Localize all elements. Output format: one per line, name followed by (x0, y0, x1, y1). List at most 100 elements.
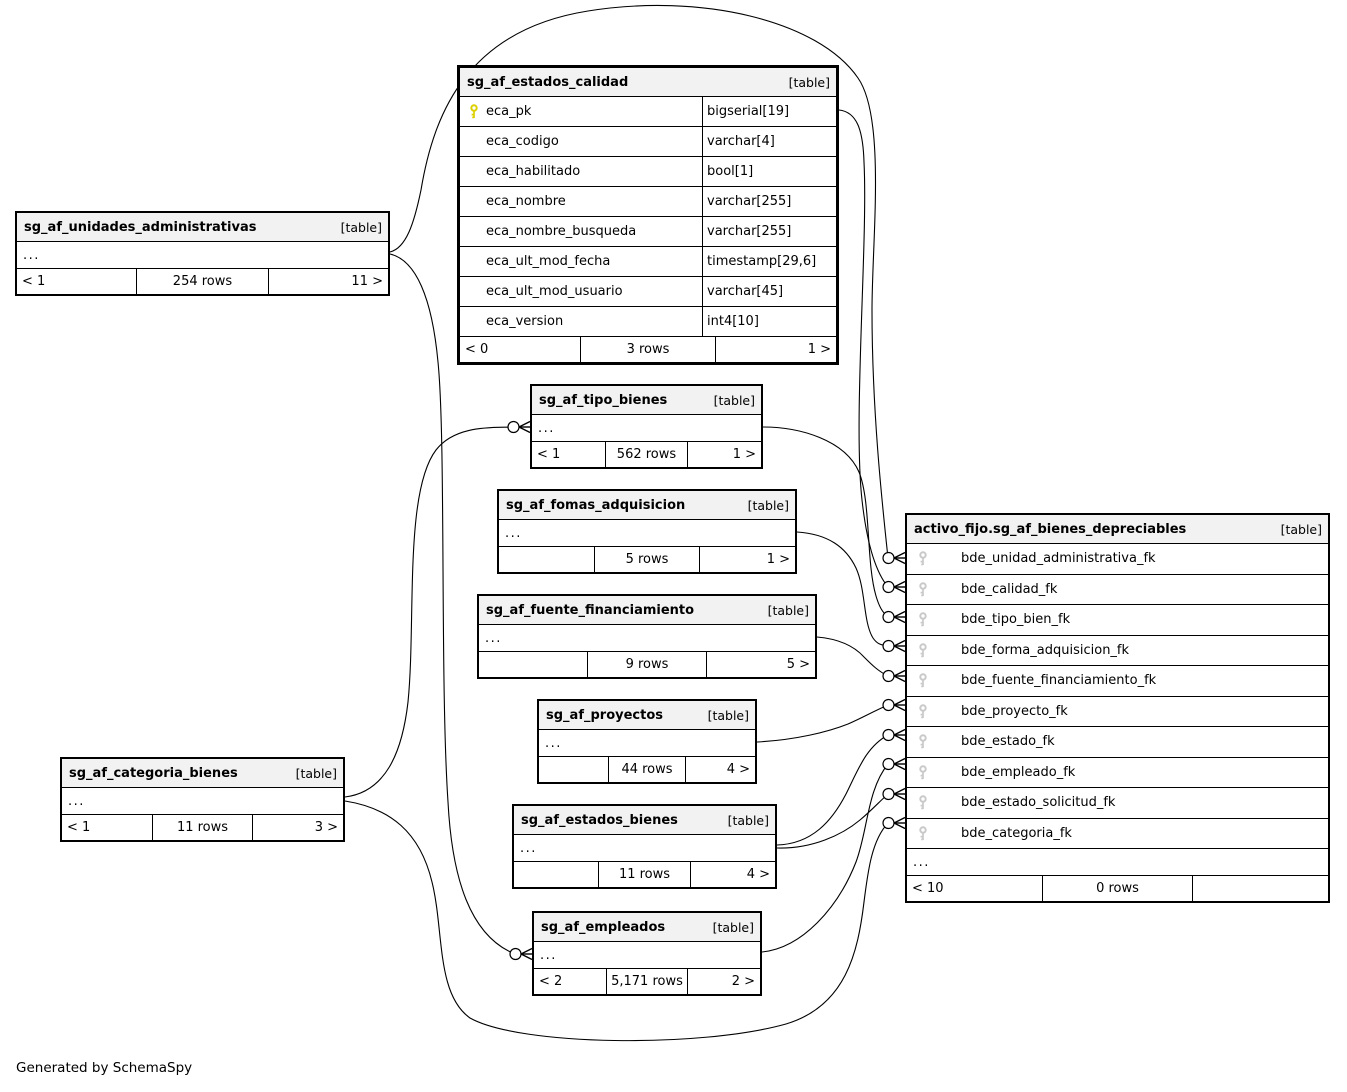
footer-children-count[interactable] (1193, 876, 1328, 901)
table-header[interactable]: sg_af_unidades_administrativas[table] (17, 213, 388, 242)
column-name: bde_fuente_financiamiento_fk (961, 673, 1157, 689)
foreign-key-icon (919, 643, 927, 657)
column-type: varchar[4] (702, 127, 836, 156)
relationship-edge (776, 793, 889, 849)
footer-row-count: 9 rows (586, 652, 708, 677)
column-type: varchar[255] (702, 217, 836, 246)
columns-ellipsis: ... (539, 730, 755, 757)
table-header[interactable]: sg_af_tipo_bienes[table] (532, 386, 761, 415)
table-title[interactable]: sg_af_tipo_bienes (539, 392, 668, 408)
crowfoot-marker (882, 669, 906, 683)
table-title[interactable]: sg_af_proyectos (546, 707, 663, 723)
crowfoot-marker (882, 728, 906, 742)
column-row: eca_codigo varchar[4] (460, 127, 836, 157)
column-row: bde_estado_fk (907, 727, 1328, 758)
foreign-key-icon (919, 734, 927, 749)
column-name: bde_proyecto_fk (961, 703, 1068, 719)
key-cell (917, 758, 931, 788)
column-name: bde_empleado_fk (961, 764, 1076, 780)
foreign-key-icon (919, 551, 927, 566)
table-title[interactable]: sg_af_empleados (541, 919, 666, 935)
crowfoot-marker (882, 551, 906, 565)
table-header[interactable]: sg_af_categoria_bienes[table] (62, 759, 343, 788)
footer-row-count: 254 rows (135, 269, 270, 294)
crowfoot-marker (882, 757, 906, 771)
footer-parents-count[interactable]: < 1 (22, 274, 46, 289)
key-cell-empty (468, 277, 482, 306)
footer-parents-count[interactable] (514, 862, 598, 887)
crowfoot-marker (882, 610, 906, 624)
table-title[interactable]: sg_af_unidades_administrativas (24, 219, 257, 235)
footer-parents-count[interactable]: < 0 (465, 342, 489, 357)
table-header[interactable]: sg_af_proyectos [table] (539, 701, 755, 730)
footer-parents-count[interactable]: < 2 (539, 974, 563, 989)
table-title[interactable]: sg_af_fomas_adquisicion (506, 497, 686, 513)
key-cell-empty (468, 157, 482, 186)
foreign-key-icon (919, 704, 927, 718)
footer-children-count[interactable]: 4 > (726, 762, 750, 777)
footer-parents-count[interactable] (479, 652, 587, 677)
columns-ellipsis: ... (499, 520, 795, 547)
table-title[interactable]: sg_af_fuente_financiamiento (486, 602, 695, 618)
table-header[interactable]: sg_af_estados_calidad [table] (460, 68, 836, 97)
table-title[interactable]: sg_af_estados_calidad (467, 74, 629, 90)
key-cell (917, 666, 931, 696)
column-row: bde_fuente_financiamiento_fk (907, 666, 1328, 697)
columns-ellipsis: ... (62, 788, 343, 815)
table-header[interactable]: sg_af_fomas_adquisicion[table] (499, 491, 795, 520)
crowfoot-marker (507, 420, 531, 434)
table-footer: < 1 254 rows 11 > (17, 269, 388, 294)
footer-parents-count[interactable] (539, 757, 608, 782)
key-cell-empty (468, 127, 482, 156)
footer-parents-count[interactable]: < 10 (912, 881, 944, 896)
table-tag: [table] (712, 919, 754, 935)
relationship-edge (762, 426, 889, 618)
table-tag: [table] (788, 74, 830, 90)
footer-children-count[interactable]: 1 > (732, 447, 756, 462)
table-header[interactable]: activo_fijo.sg_af_bienes_depreciables[ta… (907, 515, 1328, 544)
table-title[interactable]: sg_af_categoria_bienes (69, 765, 238, 781)
footer-children-count[interactable]: 5 > (786, 657, 810, 672)
footer-children-count[interactable]: 3 > (314, 820, 338, 835)
table-header[interactable]: sg_af_estados_bienes [table] (514, 806, 775, 835)
key-cell (917, 544, 931, 574)
table-title[interactable]: sg_af_estados_bienes (521, 812, 678, 828)
footer-row-count: 44 rows (608, 757, 686, 782)
generated-by-note: Generated by SchemaSpy (16, 1060, 193, 1076)
table-header[interactable]: sg_af_empleados [table] (534, 913, 760, 942)
table-tag: [table] (707, 707, 749, 723)
column-row: bde_empleado_fk (907, 758, 1328, 788)
footer-row-count: 11 rows (151, 815, 254, 840)
table-header[interactable]: sg_af_fuente_financiamiento[table] (479, 596, 815, 625)
footer-children-count[interactable]: 1 > (766, 552, 790, 567)
footer-children-count[interactable]: 11 > (351, 274, 383, 289)
key-cell (917, 605, 931, 635)
table-title[interactable]: activo_fijo.sg_af_bienes_depreciables (914, 521, 1187, 537)
table-tag: [table] (727, 812, 769, 828)
footer-children-count[interactable]: 4 > (746, 867, 770, 882)
column-name: bde_calidad_fk (961, 581, 1058, 597)
footer-children-count[interactable]: 1 > (807, 342, 831, 357)
column-name: eca_codigo (486, 134, 559, 149)
columns-ellipsis: ... (514, 835, 775, 862)
columns-ellipsis: ... (907, 849, 1328, 876)
footer-parents-count[interactable]: < 1 (67, 820, 91, 835)
key-cell-empty (468, 217, 482, 246)
footer-parents-count[interactable]: < 1 (537, 447, 561, 462)
column-name: bde_categoria_fk (961, 825, 1072, 841)
footer-parents-count[interactable] (499, 547, 594, 572)
foreign-key-icon (919, 795, 927, 810)
key-cell (917, 575, 931, 605)
foreign-key-icon (919, 612, 927, 627)
footer-children-count[interactable]: 2 > (731, 974, 755, 989)
